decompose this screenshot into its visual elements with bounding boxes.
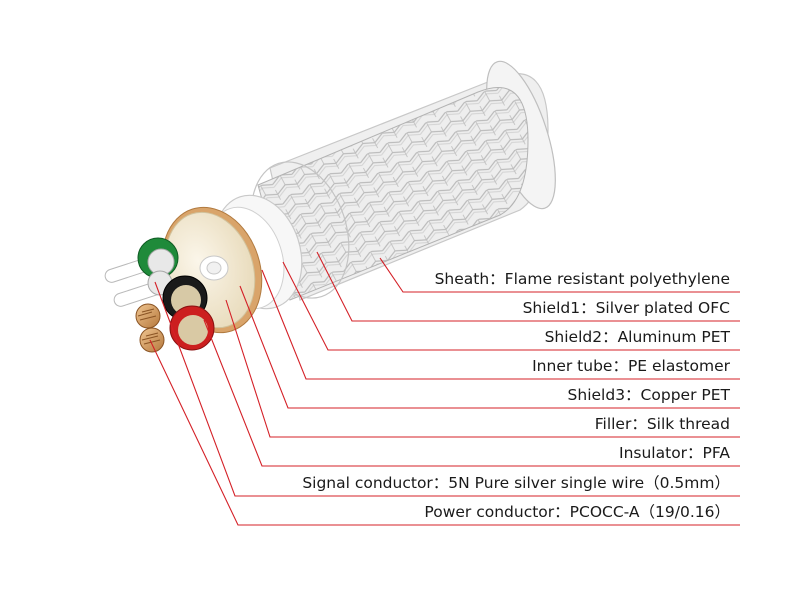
label-inner-tube: Inner tube：PE elastomer	[532, 357, 730, 375]
leader-line-inner-tube	[261, 269, 740, 380]
label-filler: Filler：Silk thread	[594, 415, 730, 433]
label-sheath: Sheath：Flame resistant polyethylene	[434, 270, 730, 288]
label-shield1: Shield1：Silver plated OFC	[522, 299, 730, 317]
label-shield3: Shield3：Copper PET	[567, 386, 730, 404]
label-signal-conductor: Signal conductor：5N Pure silver single w…	[302, 474, 730, 492]
leader-line-power	[149, 339, 740, 526]
leader-lines	[149, 251, 740, 526]
leader-line-sheath	[379, 257, 740, 293]
power-wire-red	[139, 305, 215, 353]
label-shield2: Shield2：Aluminum PET	[544, 328, 730, 346]
leader-line-signal	[154, 281, 740, 497]
leader-line-insulator	[203, 319, 740, 467]
signal-wire-green	[104, 237, 179, 283]
leader-line-filler	[225, 299, 740, 438]
leader-line-shield1	[316, 251, 740, 322]
filler-center	[199, 255, 229, 281]
label-insulator: Insulator：PFA	[619, 444, 730, 462]
leader-line-shield3	[239, 285, 740, 409]
leader-line-shield2	[282, 261, 740, 351]
label-power-conductor: Power conductor：PCOCC-A（19/0.16）	[424, 503, 730, 521]
